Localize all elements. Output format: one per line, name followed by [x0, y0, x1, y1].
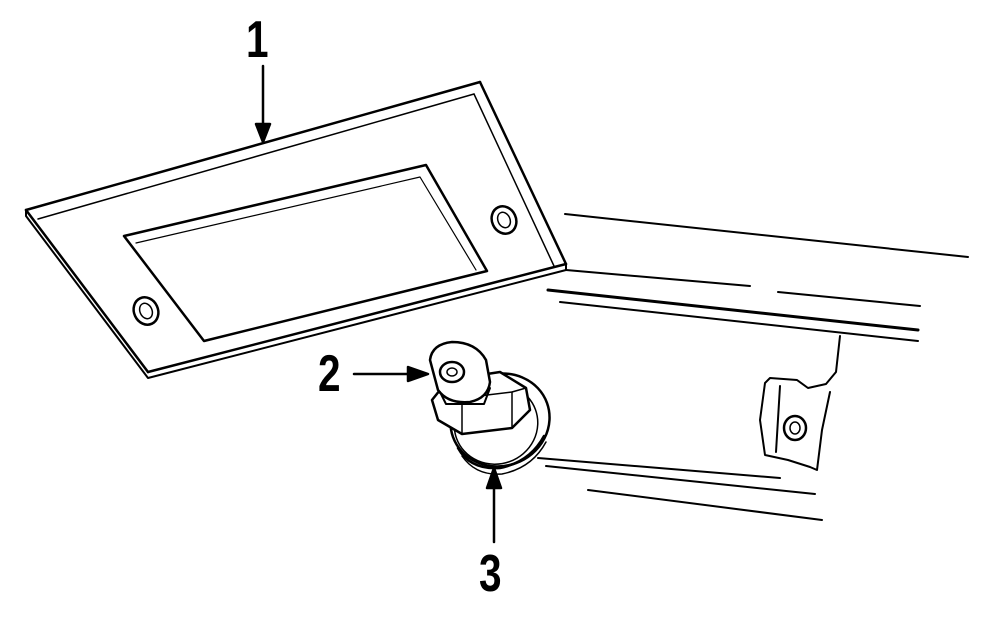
leader-1-arrowhead: [254, 122, 272, 144]
socket-lower-collar-2: [461, 441, 547, 475]
panel-bolt-hole: [782, 414, 808, 442]
housing-outer-right: [478, 80, 568, 266]
panel-lower-edge-2: [545, 465, 816, 495]
housing-outer-top: [24, 80, 482, 212]
panel-edge-3: [777, 291, 921, 307]
bulb: [428, 340, 492, 405]
mount-hole-right: [490, 205, 518, 235]
socket-lower-collar: [456, 434, 546, 470]
panel-top-edge: [564, 213, 969, 258]
callout-number-1: 1: [246, 11, 269, 69]
panel-bolt-hole-inner: [789, 421, 801, 435]
leader-2-arrowhead: [406, 365, 430, 383]
housing-inner-bevel-top: [37, 93, 475, 220]
housing-inner-bevel-right: [473, 93, 555, 267]
panel-lower-edge-3: [587, 489, 823, 521]
mount-hole-right-inner: [496, 211, 512, 229]
body-panel: [537, 213, 969, 521]
callout-number-3: 3: [479, 545, 502, 603]
lens-window-inner: [135, 176, 477, 271]
panel-bracket-outline: [759, 335, 841, 471]
lens-window: [122, 163, 489, 343]
panel-lower-edge-1: [537, 457, 781, 479]
leader-lines: [254, 64, 503, 544]
bulb-base: [439, 387, 491, 405]
panel-edge-2: [565, 269, 751, 287]
panel-edge-5: [559, 301, 919, 342]
bulb-tip: [438, 360, 466, 384]
bulb-tip-inner: [446, 367, 458, 377]
housing-thickness: [25, 209, 567, 379]
callout-number-2: 2: [318, 345, 341, 403]
bulb-body: [428, 340, 492, 404]
mount-hole-left: [132, 296, 160, 326]
housing-outer-left: [24, 208, 150, 374]
panel-edge-4: [546, 288, 920, 332]
leader-3-arrowhead: [485, 466, 503, 490]
panel-bracket-inner: [775, 385, 781, 453]
housing-outer-bottom: [146, 262, 568, 374]
lamp-lens-housing: [24, 80, 568, 379]
mount-hole-left-inner: [138, 302, 154, 320]
